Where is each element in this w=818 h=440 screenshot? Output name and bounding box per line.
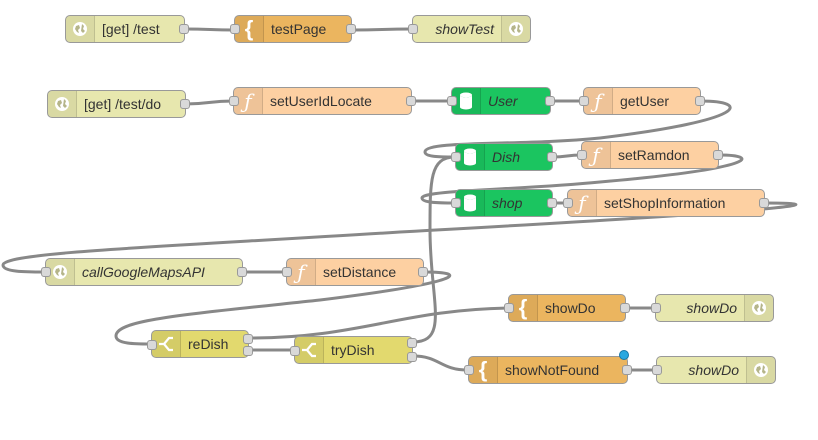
node-label: showNotFound xyxy=(505,362,600,378)
output-port[interactable] xyxy=(407,352,417,362)
switch-node[interactable]: tryDish xyxy=(290,336,417,364)
globe-icon xyxy=(48,91,77,117)
node-label: testPage xyxy=(271,21,327,37)
input-port[interactable] xyxy=(230,24,240,34)
wire[interactable] xyxy=(420,153,744,205)
wire[interactable] xyxy=(183,27,236,32)
wire[interactable] xyxy=(411,354,470,372)
output-port[interactable] xyxy=(547,152,557,162)
node-label: shop xyxy=(492,195,523,211)
database-icon xyxy=(456,190,485,216)
database-node[interactable]: User xyxy=(447,87,555,115)
changed-indicator xyxy=(619,350,629,360)
input-port[interactable] xyxy=(447,96,457,106)
wire[interactable] xyxy=(411,155,457,344)
output-port[interactable] xyxy=(547,198,557,208)
globe-icon xyxy=(746,357,775,383)
node-label: showDo xyxy=(688,362,739,378)
node-label: setRamdon xyxy=(618,147,690,163)
output-port[interactable] xyxy=(180,99,190,109)
input-port[interactable] xyxy=(408,24,418,34)
http-in-node[interactable]: [get] /test/do xyxy=(47,90,190,118)
input-port[interactable] xyxy=(451,198,461,208)
node-label: getUser xyxy=(620,93,670,109)
node-label: callGoogleMapsAPI xyxy=(82,264,205,280)
output-port[interactable] xyxy=(407,338,417,348)
template-node[interactable]: { testPage xyxy=(230,15,356,43)
node-label: User xyxy=(488,93,518,109)
node-label: showDo xyxy=(686,300,737,316)
input-port[interactable] xyxy=(282,267,292,277)
node-label: [get] /test xyxy=(102,21,160,37)
node-label: showTest xyxy=(435,21,494,37)
node-label: setUserIdLocate xyxy=(270,93,372,109)
input-port[interactable] xyxy=(563,198,573,208)
input-port[interactable] xyxy=(464,365,474,375)
function-node[interactable]: ƒ setDistance xyxy=(282,258,428,286)
input-port[interactable] xyxy=(651,303,661,313)
output-port[interactable] xyxy=(243,334,253,344)
input-port[interactable] xyxy=(577,150,587,160)
output-port[interactable] xyxy=(759,198,769,208)
globe-icon xyxy=(66,16,95,42)
wire[interactable] xyxy=(1,201,798,274)
output-port[interactable] xyxy=(620,303,630,313)
globe-icon xyxy=(744,295,773,321)
database-node[interactable]: Dish xyxy=(451,143,557,171)
http-response-node[interactable]: showDo xyxy=(652,356,776,384)
http-in-node[interactable]: [get] /test xyxy=(65,15,189,43)
output-port[interactable] xyxy=(545,96,555,106)
database-node[interactable]: shop xyxy=(451,189,557,217)
template-node[interactable]: { showDo xyxy=(504,294,630,322)
function-node[interactable]: ƒ setRamdon xyxy=(577,141,723,169)
function-node[interactable]: ƒ setUserIdLocate xyxy=(229,87,416,115)
function-node[interactable]: ƒ setShopInformation xyxy=(563,189,769,217)
input-port[interactable] xyxy=(229,96,239,106)
input-port[interactable] xyxy=(147,340,157,350)
output-port[interactable] xyxy=(243,346,253,356)
node-label: Dish xyxy=(492,149,521,165)
wire[interactable] xyxy=(184,99,235,106)
input-port[interactable] xyxy=(41,267,51,277)
output-port[interactable] xyxy=(622,365,632,375)
output-port[interactable] xyxy=(713,150,723,160)
wire[interactable] xyxy=(247,306,510,340)
node-label: [get] /test/do xyxy=(84,96,162,112)
output-port[interactable] xyxy=(695,96,705,106)
node-label: setDistance xyxy=(323,264,397,280)
output-port[interactable] xyxy=(346,24,356,34)
node-label: showDo xyxy=(545,300,596,316)
wire[interactable] xyxy=(350,27,414,32)
node-label: reDish xyxy=(188,336,229,352)
input-port[interactable] xyxy=(652,365,662,375)
node-label: tryDish xyxy=(331,342,375,358)
http-response-node[interactable]: showTest xyxy=(408,15,531,43)
function-node[interactable]: ƒ getUser xyxy=(579,87,705,115)
globe-icon xyxy=(501,16,530,42)
input-port[interactable] xyxy=(290,346,300,356)
node-label: setShopInformation xyxy=(604,195,726,211)
http-request-node[interactable]: callGoogleMapsAPI xyxy=(41,258,247,286)
wire[interactable] xyxy=(423,99,732,159)
input-port[interactable] xyxy=(579,96,589,106)
output-port[interactable] xyxy=(237,267,247,277)
switch-node[interactable]: reDish xyxy=(147,330,253,358)
output-port[interactable] xyxy=(418,267,428,277)
output-port[interactable] xyxy=(179,24,189,34)
input-port[interactable] xyxy=(504,303,514,313)
input-port[interactable] xyxy=(451,152,461,162)
http-response-node[interactable]: showDo xyxy=(651,294,774,322)
template-node[interactable]: { showNotFound xyxy=(464,350,632,384)
wire[interactable] xyxy=(114,270,452,346)
output-port[interactable] xyxy=(406,96,416,106)
